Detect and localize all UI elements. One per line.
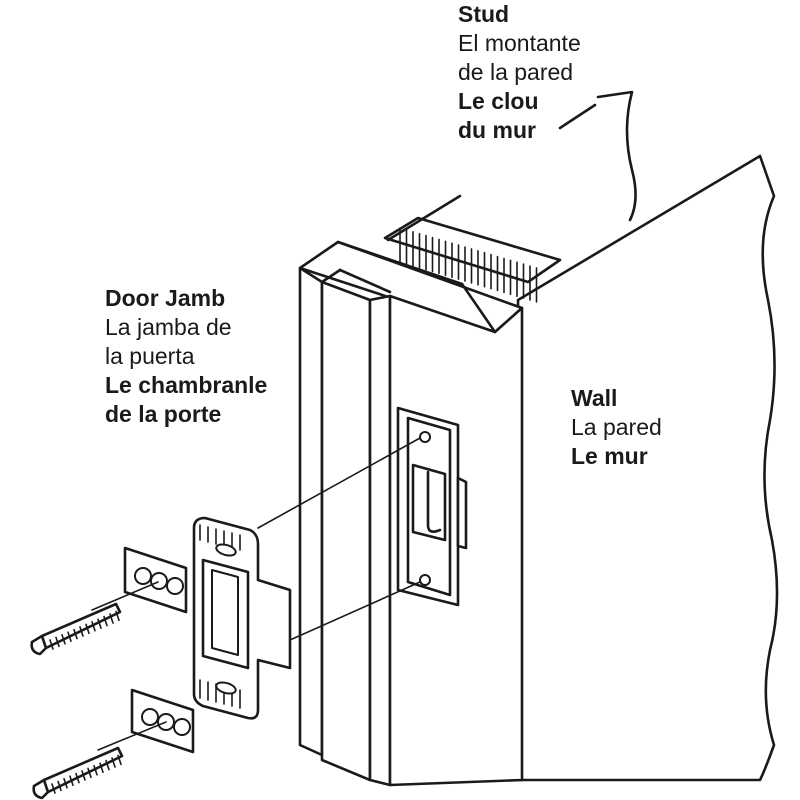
stud-label-fr-1: Le clou	[458, 88, 539, 114]
alignment-lines	[91, 437, 421, 751]
door-jamb-label-en: Door Jamb	[105, 285, 226, 311]
stud-label-fr-2: du mur	[458, 117, 536, 143]
wall-label-es: La pared	[571, 414, 662, 440]
jamb-mortise	[396, 406, 468, 607]
strike-plate	[192, 516, 292, 720]
stud-label-en: Stud	[458, 1, 510, 27]
wall-label-en: Wall	[571, 385, 618, 411]
wall-board	[516, 154, 779, 782]
door-jamb-label: Door Jamb La jamba de la puerta Le chamb…	[105, 284, 267, 429]
shim-lower	[130, 688, 195, 754]
wall-label: Wall La pared Le mur	[571, 384, 662, 471]
stud	[383, 90, 637, 303]
stud-label-es-2: de la pared	[458, 59, 574, 85]
door-jamb-label-fr-1: Le chambranle	[105, 372, 268, 398]
door-jamb-label-fr-2: de la porte	[105, 401, 222, 427]
stud-label: Stud El montante de la pared Le clou du …	[458, 0, 581, 145]
door-jamb-label-es-2: la puerta	[105, 343, 195, 369]
wall-label-fr: Le mur	[571, 443, 648, 469]
shim-upper	[123, 546, 188, 614]
screw-upper	[30, 602, 122, 656]
stud-label-es-1: El montante	[458, 30, 581, 56]
door-jamb-label-es-1: La jamba de	[105, 314, 232, 340]
screw-lower	[32, 746, 124, 800]
